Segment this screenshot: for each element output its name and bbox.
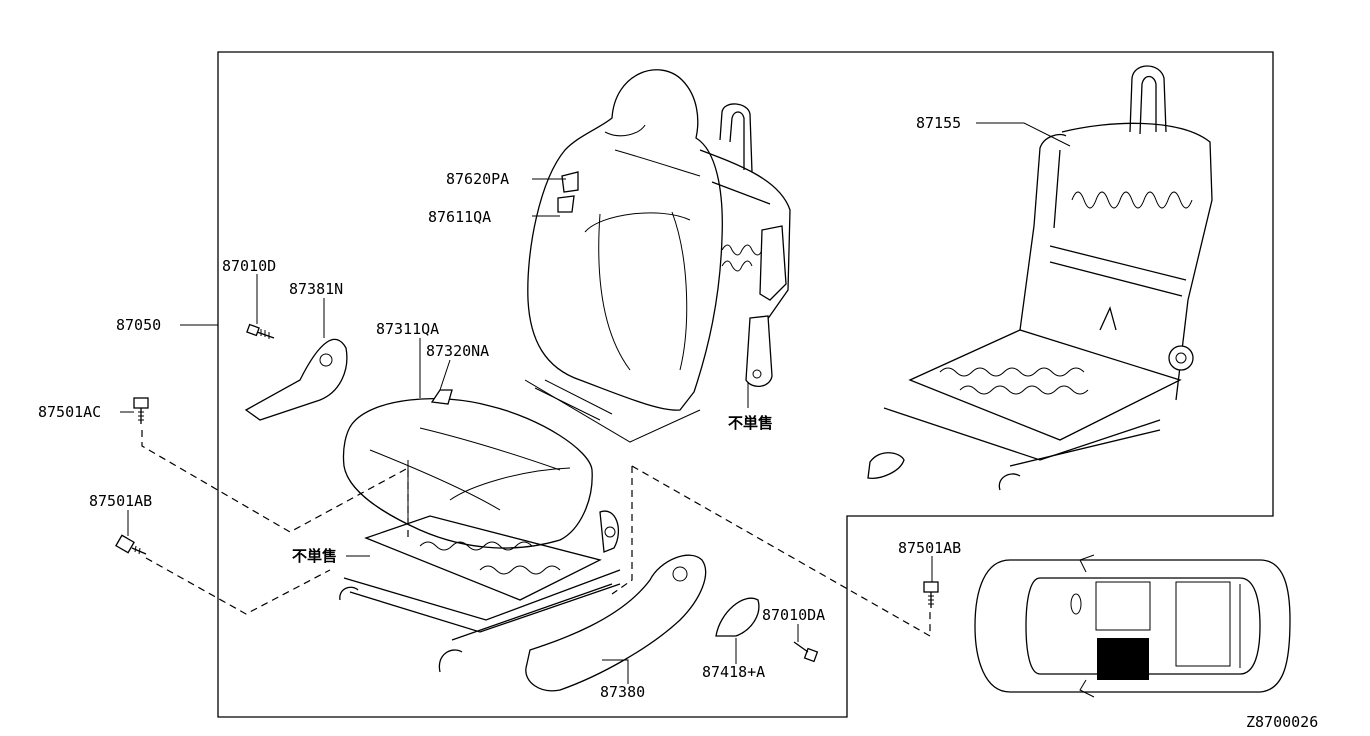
- label-87501AB-left: 87501AB: [89, 492, 152, 510]
- seat-cushion-frame: [339, 510, 621, 673]
- label-87418A: 87418+A: [702, 663, 765, 681]
- clip-87620PA: [561, 171, 579, 193]
- side-cover-87381N-hole: [319, 353, 333, 367]
- diagram-code: Z8700026: [1246, 713, 1318, 731]
- label-87155: 87155: [916, 114, 961, 132]
- bolt-87501AB-left: [115, 534, 147, 555]
- main-frame: [217, 51, 1274, 718]
- seat-back-cushion: [524, 69, 723, 443]
- seat-back-frame: [699, 103, 791, 387]
- label-87501AC: 87501AC: [38, 403, 101, 421]
- seat-location-highlight: [1097, 638, 1149, 680]
- side-cover-87381N: [244, 338, 348, 421]
- label-87311QA: 87311QA: [376, 320, 439, 338]
- note-not-sold-seat: 不単售: [292, 547, 337, 565]
- label-87050: 87050: [116, 316, 161, 334]
- label-87381N: 87381N: [289, 280, 343, 298]
- seat-frame-assembly: [867, 65, 1213, 491]
- label-87010D: 87010D: [222, 257, 276, 275]
- screw-87010DA: [793, 641, 819, 663]
- screw-87010D: [246, 323, 275, 339]
- label-87010DA: 87010DA: [762, 606, 825, 624]
- label-87501AB-right: 87501AB: [898, 539, 961, 557]
- bolt-87501AC: [133, 397, 149, 424]
- side-cover-hole: [672, 566, 688, 582]
- dashed-assembly-lines: [141, 430, 931, 638]
- leader-lines: [120, 122, 1071, 684]
- label-87380: 87380: [600, 683, 645, 701]
- clip-87611QA: [557, 195, 575, 213]
- vehicle-locator-car: [974, 554, 1291, 698]
- seat-side-cover-87380: [525, 554, 707, 692]
- label-87320NA: 87320NA: [426, 342, 489, 360]
- bolt-87501AB-right: [923, 581, 939, 608]
- label-87620PA: 87620PA: [446, 170, 509, 188]
- label-87611QA: 87611QA: [428, 208, 491, 226]
- note-not-sold-back: 不単售: [728, 414, 773, 432]
- seat-cushion: [342, 389, 593, 549]
- knob-cover-87418A: [715, 597, 760, 637]
